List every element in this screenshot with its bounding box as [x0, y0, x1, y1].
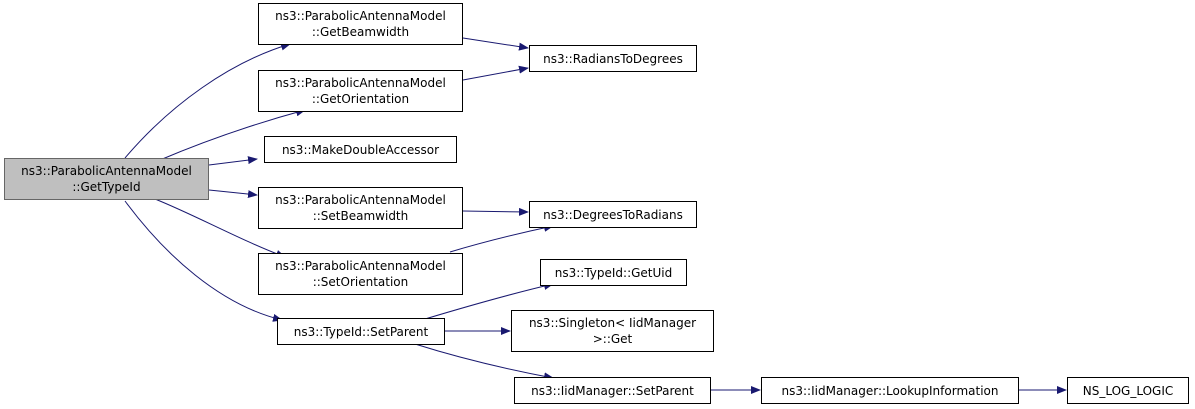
node-iidmanager-lookupinformation-label: ns3::IidManager::LookupInformation — [781, 383, 999, 398]
node-setbeamwidth[interactable]: ns3::ParabolicAntennaModel ::SetBeamwidt… — [258, 187, 463, 229]
edge-typeid-setparent-getuid — [424, 282, 554, 320]
node-iidmanager-lookupinformation[interactable]: ns3::IidManager::LookupInformation — [761, 377, 1019, 404]
node-setorientation-label: ns3::ParabolicAntennaModel ::SetOrientat… — [275, 259, 446, 289]
node-typeid-getuid[interactable]: ns3::TypeId::GetUid — [540, 259, 687, 286]
edge-gettypeid-typeid-setparent — [124, 200, 283, 322]
node-radianstodegrees-label: ns3::RadiansToDegrees — [543, 51, 683, 66]
edge-getorientation-radianstodegrees — [462, 65, 529, 81]
edge-typeid-setparent-iidmanager-setparent — [414, 343, 554, 381]
node-typeid-setparent-label: ns3::TypeId::SetParent — [293, 324, 429, 339]
node-degreestoradians[interactable]: ns3::DegreesToRadians — [529, 201, 697, 228]
node-getbeamwidth-label: ns3::ParabolicAntennaModel ::GetBeamwidt… — [275, 9, 446, 39]
node-gettypeid-label: ns3::ParabolicAntennaModel ::GetTypeId — [21, 164, 192, 194]
node-getorientation[interactable]: ns3::ParabolicAntennaModel ::GetOrientat… — [258, 70, 463, 112]
node-singleton-get[interactable]: ns3::Singleton< IidManager >::Get — [511, 310, 714, 352]
node-radianstodegrees[interactable]: ns3::RadiansToDegrees — [529, 45, 697, 72]
node-getorientation-label: ns3::ParabolicAntennaModel ::GetOrientat… — [275, 76, 446, 106]
node-getbeamwidth[interactable]: ns3::ParabolicAntennaModel ::GetBeamwidt… — [258, 3, 463, 45]
node-typeid-setparent[interactable]: ns3::TypeId::SetParent — [277, 318, 445, 345]
node-gettypeid: ns3::ParabolicAntennaModel ::GetTypeId — [4, 158, 209, 200]
node-typeid-getuid-label: ns3::TypeId::GetUid — [554, 265, 673, 280]
edge-gettypeid-setorientation — [154, 198, 286, 258]
node-setbeamwidth-label: ns3::ParabolicAntennaModel ::SetBeamwidt… — [275, 193, 446, 223]
edge-gettypeid-makedoubleaccessor — [208, 156, 258, 166]
node-ns-log-logic-label: NS_LOG_LOGIC — [1082, 383, 1174, 398]
node-ns-log-logic[interactable]: NS_LOG_LOGIC — [1067, 377, 1189, 404]
node-iidmanager-setparent-label: ns3::IidManager::SetParent — [531, 383, 694, 398]
edge-setbeamwidth-degreestoradians — [462, 207, 529, 216]
node-singleton-get-label: ns3::Singleton< IidManager >::Get — [528, 316, 697, 346]
node-setorientation[interactable]: ns3::ParabolicAntennaModel ::SetOrientat… — [258, 253, 463, 295]
edge-gettypeid-getorientation — [159, 108, 306, 161]
edge-gettypeid-setbeamwidth — [208, 189, 258, 199]
node-makedoubleaccessor-label: ns3::MakeDoubleAccessor — [281, 142, 440, 157]
edge-setorientation-degreestoradians — [449, 223, 554, 253]
node-iidmanager-setparent[interactable]: ns3::IidManager::SetParent — [514, 377, 711, 404]
edge-getbeamwidth-radianstodegrees — [462, 37, 529, 51]
node-makedoubleaccessor[interactable]: ns3::MakeDoubleAccessor — [264, 136, 457, 163]
node-degreestoradians-label: ns3::DegreesToRadians — [543, 207, 683, 222]
edge-gettypeid-getbeamwidth — [124, 42, 291, 159]
